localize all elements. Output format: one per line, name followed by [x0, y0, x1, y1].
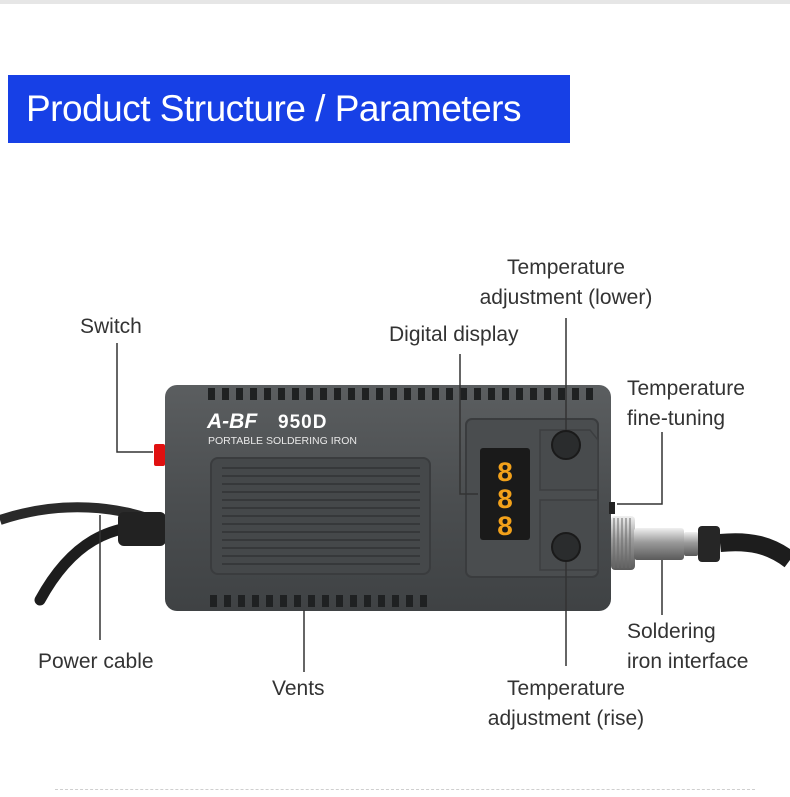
- label-temp-fine-line1: Temperature: [627, 377, 745, 400]
- label-iron-interface: Soldering iron interface: [627, 617, 748, 677]
- fine-tuning-screw: [609, 502, 615, 514]
- product-subtitle: PORTABLE SOLDERING IRON: [208, 435, 357, 447]
- label-temp-fine: Temperature fine-tuning: [627, 374, 745, 434]
- label-temp-rise: Temperature adjustment (rise): [466, 674, 666, 734]
- label-temp-lower: Temperature adjustment (lower): [466, 253, 666, 313]
- label-power-cable: Power cable: [38, 650, 154, 673]
- ribbed-panel: [210, 457, 431, 575]
- display-digit-1: 8: [497, 459, 514, 490]
- model-number: 950D: [278, 412, 327, 433]
- label-temp-lower-line2: adjustment (lower): [479, 286, 653, 309]
- display-digit-3: 8: [497, 513, 514, 544]
- label-switch: Switch: [80, 315, 142, 338]
- bottom-divider: [55, 789, 755, 790]
- temp-lower-button[interactable]: [551, 430, 581, 460]
- display-digit-2: 8: [497, 486, 514, 517]
- cable-strain-relief: [118, 512, 166, 546]
- label-temp-rise-line1: Temperature: [507, 677, 625, 700]
- label-temp-fine-line2: fine-tuning: [627, 407, 726, 430]
- label-iron-interface-line2: iron interface: [627, 650, 749, 673]
- leader-lines: [99, 318, 663, 672]
- display-window: [480, 448, 530, 540]
- label-iron-interface-line1: Soldering: [627, 620, 716, 643]
- section-banner: Product Structure / Parameters: [8, 75, 570, 143]
- temp-rise-button[interactable]: [551, 532, 581, 562]
- banner-title: Product Structure / Parameters: [26, 88, 521, 129]
- bottom-vents: [210, 595, 427, 607]
- top-divider: [0, 0, 790, 4]
- brand-logo: A-BF: [206, 410, 258, 433]
- power-switch[interactable]: [154, 444, 165, 466]
- label-vents: Vents: [272, 677, 325, 700]
- label-temp-lower-line1: Temperature: [507, 256, 625, 279]
- label-digital-display: Digital display: [389, 323, 519, 346]
- iron-connector: [611, 516, 720, 570]
- top-vents: [208, 388, 593, 400]
- label-temp-rise-line2: adjustment (rise): [487, 707, 645, 730]
- iron-cable: [719, 533, 790, 568]
